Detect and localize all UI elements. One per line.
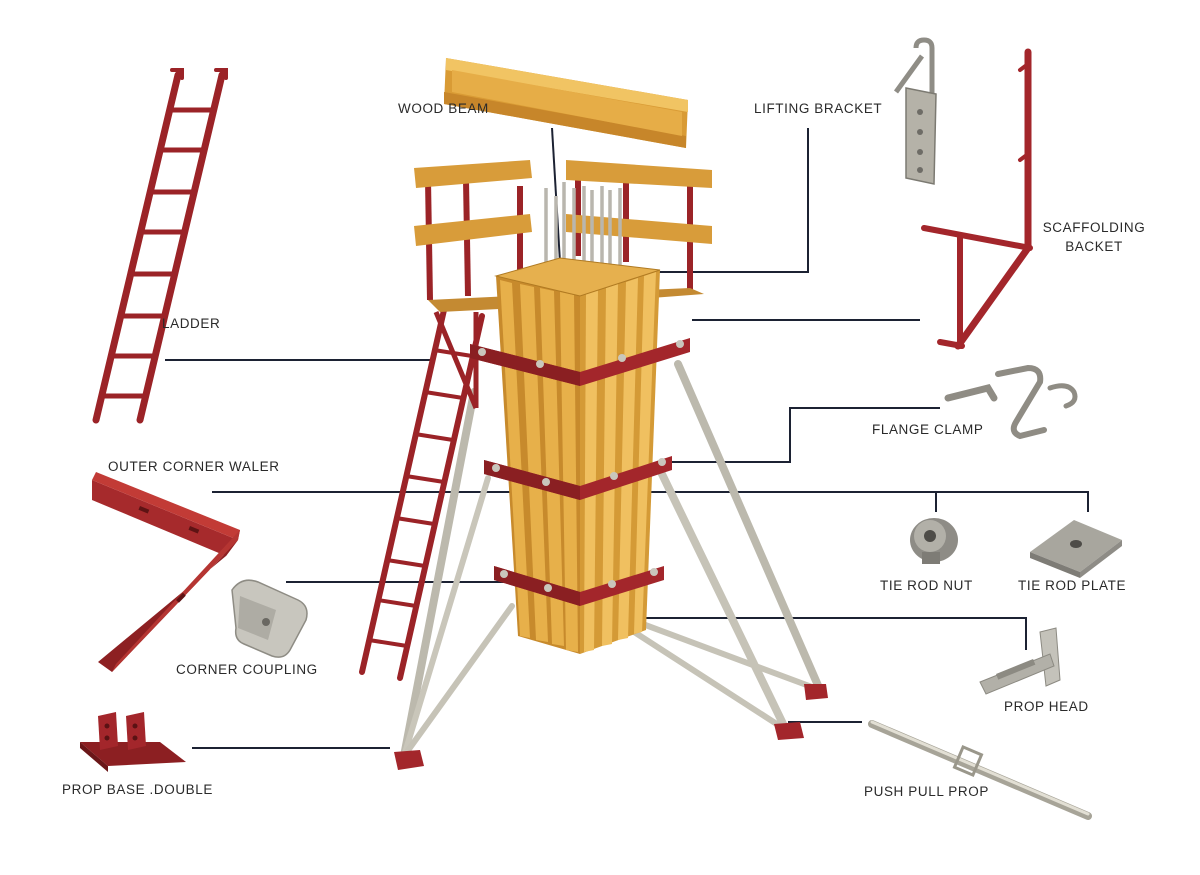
outer-corner-waler-part — [92, 472, 240, 672]
assembly-ladder — [359, 307, 485, 681]
label-corner-coupling: CORNER COUPLING — [176, 662, 318, 677]
leader-lifting-bracket — [658, 128, 809, 273]
prop-head-part — [979, 627, 1061, 695]
corner-coupling-part — [231, 579, 308, 658]
label-scaffolding-bracket-line1: SCAFFOLDING — [1042, 220, 1146, 235]
tie-rod-nut-part — [910, 518, 958, 564]
tie-rod-plate-part — [1030, 520, 1122, 578]
label-tie-rod-plate: TIE ROD PLATE — [1018, 578, 1127, 593]
wood-beam-part — [444, 58, 688, 148]
label-outer-corner-waler: OUTER CORNER WALER — [108, 459, 280, 474]
leader-outer-corner-waler — [212, 491, 1089, 512]
assembly-column-top — [494, 257, 661, 297]
column-formwork-assembly — [359, 160, 828, 770]
label-scaffolding-bracket-line2: BACKET — [1065, 239, 1123, 254]
prop-base-double-part — [80, 712, 186, 772]
assembly-walers — [470, 338, 690, 606]
label-prop-base-double: PROP BASE .DOUBLE — [62, 782, 214, 797]
lifting-bracket-part — [893, 37, 937, 185]
label-push-pull-prop: PUSH PULL PROP — [864, 784, 989, 799]
ladder-part — [92, 68, 228, 424]
leader-prop-head — [628, 617, 1027, 650]
leader-lines — [165, 127, 1089, 749]
label-tie-rod-nut: TIE ROD NUT — [880, 578, 973, 593]
push-pull-prop-part — [868, 720, 1092, 820]
assembly-prop-bases — [394, 684, 828, 770]
scaffolding-bracket-part — [921, 48, 1033, 350]
flange-clamp-part — [944, 364, 1078, 440]
label-scaffolding-bracket: SCAFFOLDING BACKET — [1034, 220, 1154, 254]
label-prop-head: PROP HEAD — [1004, 699, 1089, 714]
label-ladder: LADDER — [162, 316, 221, 331]
assembly-props — [400, 360, 824, 760]
leader-wood-beam — [551, 127, 561, 263]
label-flange-clamp: FLANGE CLAMP — [872, 422, 984, 437]
label-lifting-bracket: LIFTING BRACKET — [754, 101, 883, 116]
label-wood-beam: WOOD BEAM — [398, 101, 489, 116]
